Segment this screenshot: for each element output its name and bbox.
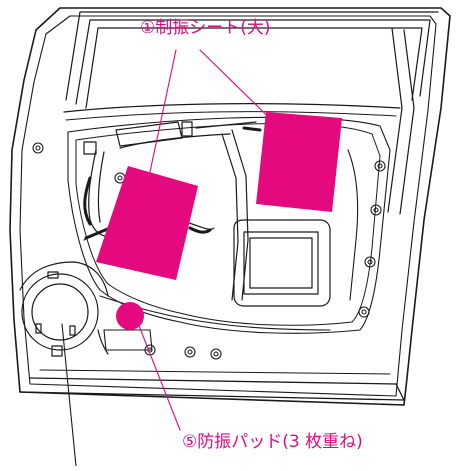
inner-panel-contour — [67, 116, 391, 334]
belt-line — [63, 103, 401, 113]
speaker-leader-line — [61, 323, 77, 467]
upper-mount — [83, 121, 257, 155]
damping-sheet-label: ①制振シート(大) — [140, 18, 271, 38]
right-contour — [347, 149, 359, 301]
bottom-sill-inner — [39, 369, 391, 375]
damping-sheet-left — [96, 166, 198, 280]
inner-panel-contour-2 — [75, 122, 381, 326]
door-inner-outline — [19, 15, 437, 397]
fastener-holes — [32, 142, 386, 360]
window-frame — [65, 11, 439, 215]
vibration-pad — [116, 302, 144, 330]
speaker-opening — [19, 261, 109, 357]
door-outer-outline — [9, 7, 451, 406]
service-panel — [233, 219, 331, 307]
damping-sheet-right — [256, 112, 342, 212]
leader-lines — [135, 49, 293, 431]
vibration-pad-label: ⑤防振パッド(3 枚重ね) — [182, 432, 363, 452]
bottom-sill — [19, 377, 405, 401]
black-wiring — [83, 126, 262, 240]
belt-line-inner — [65, 111, 397, 121]
